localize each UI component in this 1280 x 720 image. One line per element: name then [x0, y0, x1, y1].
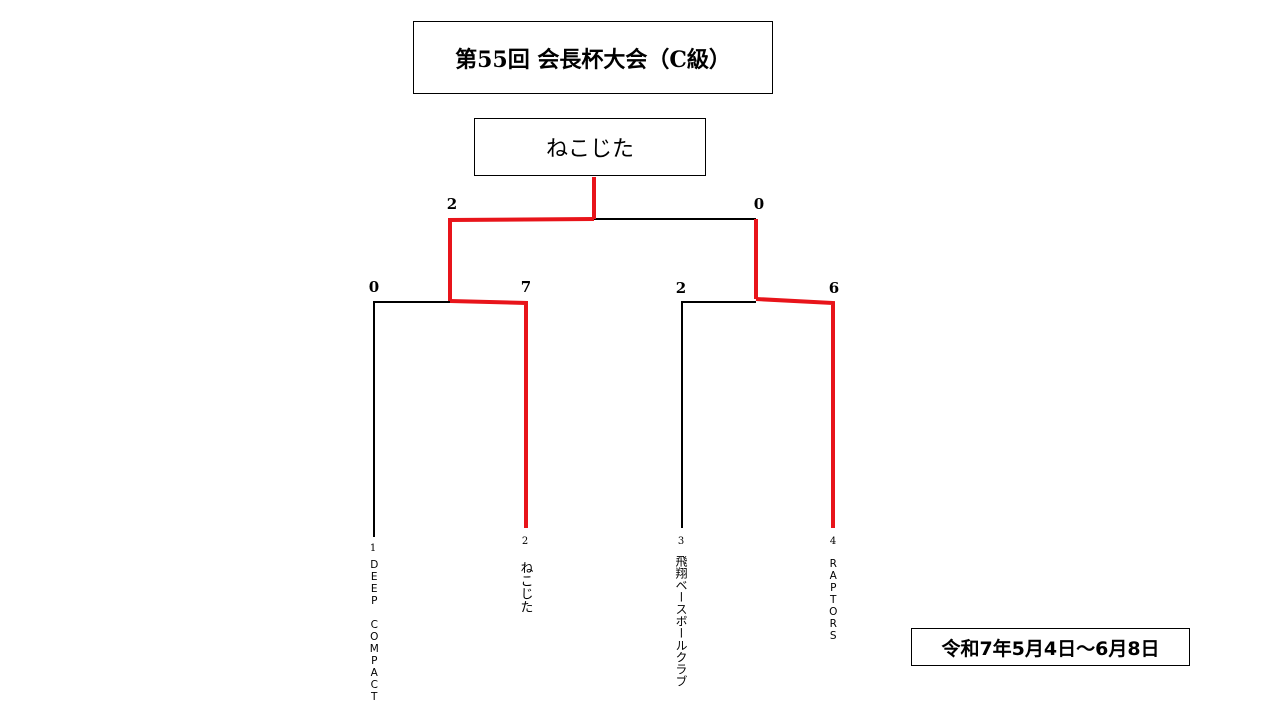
champion-box: ねこじた [474, 118, 706, 176]
tournament-title: 第55回 会長杯大会（C級） [413, 21, 773, 94]
tournament-dates: 令和7年5月4日〜6月8日 [911, 628, 1190, 666]
bracket-line-semi1-win [448, 217, 595, 301]
bracket-line-team2-win [449, 299, 528, 528]
seed-1: 1 [369, 543, 377, 554]
match1-score-right: 7 [520, 278, 532, 296]
team-name-2: ねこじた [517, 561, 533, 613]
final-score-right: 0 [753, 195, 765, 213]
seed-2: 2 [521, 536, 529, 547]
final-score-left: 2 [446, 195, 458, 213]
team-name-3: 飛翔ベースボールクラブ [674, 555, 688, 687]
match1-score-left: 0 [368, 278, 380, 296]
bracket-line-team4-win [755, 297, 835, 528]
bracket-line-team3 [681, 301, 756, 528]
match2-score-right: 6 [828, 279, 840, 297]
bracket-line-team1 [373, 301, 450, 537]
seed-3: 3 [677, 536, 685, 547]
match2-score-left: 2 [675, 279, 687, 297]
team-name-4: RAPTORS [827, 558, 840, 642]
team-name-1: DEEP COMPACT [368, 559, 381, 703]
seed-4: 4 [829, 536, 837, 547]
